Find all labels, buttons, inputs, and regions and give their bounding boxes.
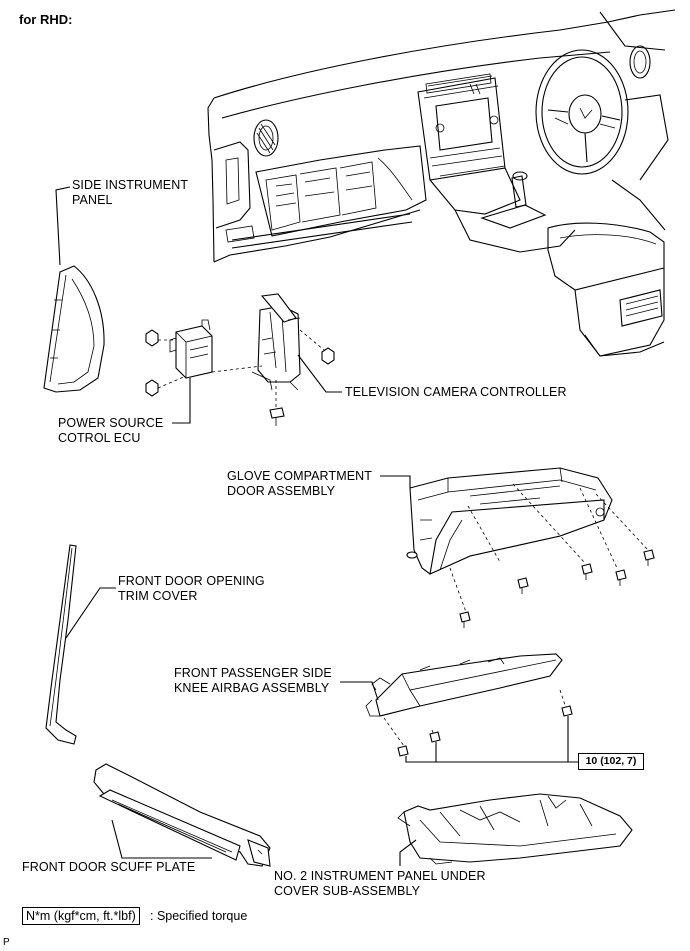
front-door-opening-trim-part — [45, 544, 116, 745]
under-cover-part — [397, 793, 633, 866]
side-instrument-panel-part — [43, 186, 105, 393]
power-source-ecu-part — [145, 319, 213, 424]
label-glove-compartment: GLOVE COMPARTMENT DOOR ASSEMBLY — [227, 469, 373, 498]
label-front-door-opening-trim: FRONT DOOR OPENING TRIM COVER — [118, 574, 265, 603]
front-door-scuff-plate-part — [93, 763, 271, 867]
label-side-instrument-panel: SIDE INSTRUMENT PANEL — [72, 178, 189, 207]
glove-compartment-part — [380, 467, 655, 628]
knee-airbag-part — [340, 653, 578, 763]
torque-spec-box: 10 (102, 7) — [578, 753, 644, 770]
legend-description: : Specified torque — [150, 909, 248, 923]
tv-camera-controller-part — [211, 293, 342, 426]
legend-unit-box: N*m (kgf*cm, ft.*lbf) — [22, 907, 140, 925]
label-front-door-scuff-plate: FRONT DOOR SCUFF PLATE — [22, 860, 196, 874]
footer-code: P — [3, 937, 10, 948]
variant-label: for RHD: — [19, 12, 73, 27]
label-tv-camera-controller: TELEVISION CAMERA CONTROLLER — [345, 385, 567, 399]
label-power-source-ecu: POWER SOURCE COTROL ECU — [58, 416, 164, 445]
label-under-cover: NO. 2 INSTRUMENT PANEL UNDER COVER SUB-A… — [274, 869, 486, 898]
dashboard-illustration — [207, 9, 676, 357]
label-knee-airbag: FRONT PASSENGER SIDE KNEE AIRBAG ASSEMBL… — [174, 666, 332, 695]
